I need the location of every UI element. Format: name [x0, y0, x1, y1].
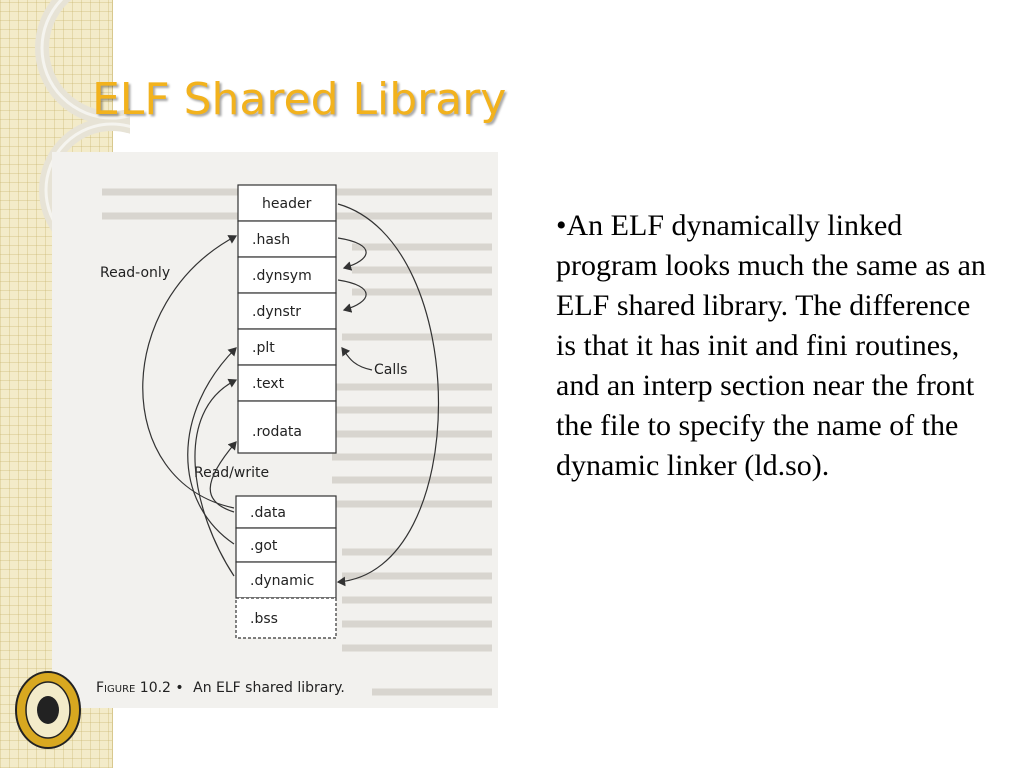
- calls-label: Calls: [374, 362, 407, 378]
- readonly-segment: [237, 184, 337, 454]
- section-label: .got: [250, 538, 278, 554]
- section-label: .dynsym: [252, 268, 312, 284]
- slide-title: ELF Shared Library: [92, 74, 507, 125]
- section-bss: [235, 597, 337, 639]
- section-got: [235, 527, 337, 563]
- readwrite-label: Read/write: [194, 465, 269, 481]
- section-label: .data: [250, 505, 286, 521]
- section-text: [237, 364, 337, 402]
- readwrite-segment: [235, 495, 337, 599]
- section-dynamic: [235, 561, 337, 599]
- section-label: .dynstr: [252, 304, 301, 320]
- section-data: [235, 495, 337, 529]
- section-header: [237, 184, 337, 222]
- section-label: .dynamic: [250, 573, 314, 589]
- section-label: .hash: [252, 232, 290, 248]
- section-plt: [237, 328, 337, 366]
- readonly-label: Read-only: [100, 265, 170, 281]
- section-hash: [237, 220, 337, 258]
- university-seal-logo: [15, 671, 81, 749]
- bss-label: .bss: [250, 611, 278, 627]
- figure-caption: Figure 10.2 • An ELF shared library.: [96, 680, 345, 696]
- section-dynsym: [237, 256, 337, 294]
- section-label: .text: [252, 376, 285, 392]
- section-rodata: [237, 400, 337, 454]
- section-label: .plt: [252, 340, 275, 356]
- slide-body-text: •An ELF dynamically linked program looks…: [556, 209, 986, 482]
- section-label: .rodata: [252, 424, 302, 440]
- header-label: header: [262, 196, 312, 212]
- caption-prefix: Figure 10.2 •: [96, 680, 184, 696]
- elf-figure: header .hash .dynsym .dynstr .plt .text …: [52, 152, 498, 708]
- caption-text: An ELF shared library.: [193, 680, 345, 696]
- pointer-arrows: [142, 203, 439, 587]
- elf-diagram: header .hash .dynsym .dynstr .plt .text …: [96, 184, 492, 696]
